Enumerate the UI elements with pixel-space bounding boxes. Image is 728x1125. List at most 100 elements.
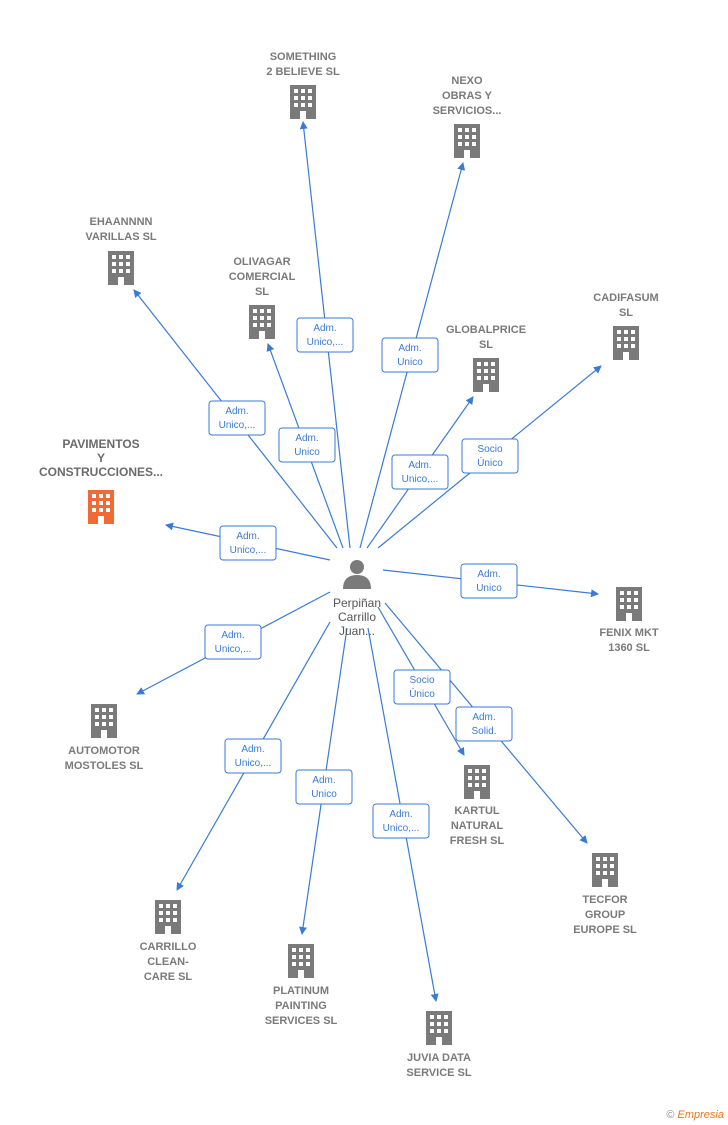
building-icon xyxy=(155,900,181,934)
company-name: Y xyxy=(97,451,105,465)
edge-label-text: Unico,... xyxy=(235,758,272,769)
company-name: MOSTOLES SL xyxy=(65,760,144,772)
company-name: JUVIA DATA xyxy=(407,1052,471,1064)
company-node-something[interactable]: SOMETHING 2 BELIEVE SL xyxy=(266,51,340,119)
edge-label-text: Adm. xyxy=(472,712,495,723)
edge-label-text: Unico xyxy=(476,583,502,594)
edge-label-platinum[interactable]: Adm. Unico xyxy=(295,769,353,805)
edge-label-juvia[interactable]: Adm.Unico,... xyxy=(372,803,430,839)
person-icon xyxy=(343,560,371,589)
building-icon xyxy=(464,765,490,799)
edge-label-box xyxy=(208,400,266,436)
edge-label-text: Unico,... xyxy=(215,644,252,655)
building-icon xyxy=(288,944,314,978)
center-person[interactable]: PerpiñanCarrilloJuan... xyxy=(333,560,381,638)
company-name: VARILLAS SL xyxy=(85,231,157,243)
company-name: 2 BELIEVE SL xyxy=(266,66,340,78)
company-name: NEXO xyxy=(451,75,483,87)
edge-label-automotor[interactable]: Adm. Unico,... xyxy=(204,624,262,660)
edge-label-box xyxy=(460,563,518,599)
company-name: OLIVAGAR xyxy=(233,256,290,268)
edge-label-something[interactable]: Adm.Unico,... xyxy=(296,317,354,353)
edge-label-nexo[interactable]: Adm.Unico xyxy=(381,337,439,373)
edge-label-text: Adm. xyxy=(221,630,244,641)
edge-label-box xyxy=(461,438,519,474)
company-node-ehaannnn[interactable]: EHAANNNN VARILLAS SL xyxy=(85,216,157,285)
edge-label-box xyxy=(391,454,449,490)
company-name: CADIFASUM xyxy=(593,292,658,304)
building-icon xyxy=(91,704,117,738)
edge-label-globalprice[interactable]: Adm. Unico,... xyxy=(391,454,449,490)
edge-label-pavimentos[interactable]: Adm. Unico,... xyxy=(219,525,277,561)
company-name: FRESH SL xyxy=(450,835,505,847)
building-icon xyxy=(454,124,480,158)
edge-label-box xyxy=(278,427,336,463)
edges-layer xyxy=(133,121,602,1002)
company-name: KARTUL xyxy=(454,805,499,817)
company-name: GROUP xyxy=(585,909,625,921)
edge-label-text: Unico,... xyxy=(219,420,256,431)
edge-label-box xyxy=(224,738,282,774)
edge-label-text: Solid. xyxy=(471,726,496,737)
company-name: CLEAN- xyxy=(147,956,189,968)
edge-label-ehaannnn[interactable]: Adm.Unico,... xyxy=(208,400,266,436)
edge-label-carrillo[interactable]: Adm. Unico,... xyxy=(224,738,282,774)
edge-label-text: Único xyxy=(477,456,503,469)
edge-label-text: Unico,... xyxy=(307,337,344,348)
edge-label-text: Socio xyxy=(409,675,434,686)
edge-label-olivagar[interactable]: Adm. Unico xyxy=(278,427,336,463)
edge-label-text: Adm. xyxy=(389,809,412,820)
edge-label-text: Unico,... xyxy=(230,545,267,556)
building-icon xyxy=(616,587,642,621)
company-name: EUROPE SL xyxy=(573,924,637,936)
copyright-icon: © xyxy=(666,1109,675,1121)
company-name: PLATINUM xyxy=(273,985,329,997)
company-name: PAINTING xyxy=(275,1000,327,1012)
building-icon xyxy=(249,305,275,339)
edge-label-text: Adm. xyxy=(241,744,264,755)
edge-label-text: Adm. xyxy=(295,433,318,444)
edge-label-text: Único xyxy=(409,687,435,700)
building-icon xyxy=(108,251,134,285)
company-node-pavimentos[interactable]: PAVIMENTOSYCONSTRUCCIONES... xyxy=(39,437,163,524)
company-name: EHAANNNN xyxy=(90,216,153,228)
edge-label-tecfor[interactable]: Adm. Solid. xyxy=(455,706,513,742)
building-icon xyxy=(613,326,639,360)
company-name: SOMETHING xyxy=(270,51,337,63)
company-name: OBRAS Y xyxy=(442,90,493,102)
edge-label-text: Adm. xyxy=(312,775,335,786)
person-name: Carrillo xyxy=(338,610,376,624)
building-icon xyxy=(592,853,618,887)
edge-label-text: Unico xyxy=(311,789,337,800)
edge-label-text: Adm. xyxy=(236,531,259,542)
company-name: PAVIMENTOS xyxy=(62,437,139,451)
company-node-cadifasum[interactable]: CADIFASUM SL xyxy=(593,292,659,360)
company-node-kartul[interactable]: KARTUL NATURAL FRESH SL xyxy=(450,765,505,847)
company-name: GLOBALPRICE xyxy=(446,324,526,336)
person-name: Perpiñan xyxy=(333,596,381,610)
company-name: SL xyxy=(255,286,269,298)
edge-label-text: Unico xyxy=(294,447,320,458)
company-node-tecfor[interactable]: TECFOR GROUP EUROPE SL xyxy=(573,853,637,936)
edge-label-fenix[interactable]: Adm.Unico xyxy=(460,563,518,599)
edge-label-text: Adm. xyxy=(408,460,431,471)
company-name: CARE SL xyxy=(144,971,193,983)
company-name: CONSTRUCCIONES... xyxy=(39,465,163,479)
company-name: FENIX MKT xyxy=(599,627,659,639)
company-name: NATURAL xyxy=(451,820,504,832)
company-name: SL xyxy=(619,307,633,319)
company-name: TECFOR xyxy=(582,894,627,906)
brand-name: Empresia xyxy=(677,1109,724,1121)
edge-label-text: Unico,... xyxy=(402,474,439,485)
